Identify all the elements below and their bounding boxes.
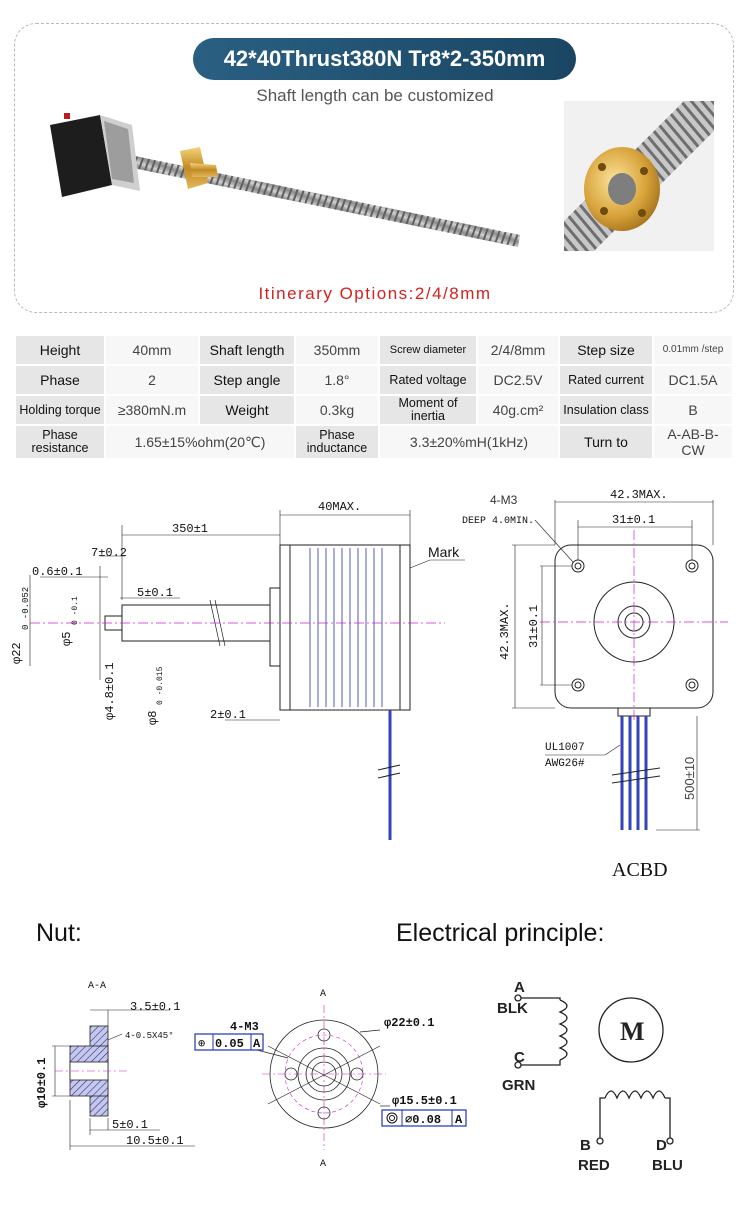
dim-5: 5±0.1 [137,586,173,600]
spec-value: 40g.cm² [478,396,558,424]
spec-value: DC1.5A [654,366,732,394]
nut-flange-thk: 3.5±0.1 [130,1000,180,1014]
nut-photo [564,101,714,251]
front-height: 42.3MAX. [498,602,512,660]
spec-key: Phase inductance [296,426,378,458]
spec-value: 1.8° [296,366,378,394]
spec-row: Height 40mm Shaft length 350mm Screw dia… [16,336,732,364]
spec-value: B [654,396,732,424]
nut-conc-value: ∅0.08 [405,1113,441,1127]
spec-key: Shaft length [200,336,294,364]
spec-value: 1.65±15%ohm(20℃) [106,426,294,458]
nut-pos-value: 0.05 [215,1037,244,1051]
dim-flange-tol: 0 -0.052 [21,587,31,630]
spec-value: 2 [106,366,198,394]
nut-pcd: φ15.5±0.1 [392,1094,457,1108]
terminal-d: D [656,1137,667,1154]
spec-value: DC2.5V [478,366,558,394]
product-subtitle: Shaft length can be customized [256,86,494,105]
nut-pos-ref: A [253,1037,261,1051]
nut-len2: 10.5±0.1 [126,1134,184,1148]
dim-flange-dia: φ22 [10,642,24,664]
itinerary-options: Itinerary Options:2/4/8mm [258,284,492,303]
spec-value: 2/4/8mm [478,336,558,364]
cable-standard: UL1007 [545,742,585,754]
nut-concentricity-tolerance: ∅0.08 A [381,1109,467,1127]
spec-key: Rated current [560,366,652,394]
spec-key: Phase resistance [16,426,104,458]
nut-holes: 4-M3 [230,1020,259,1034]
spec-key: Turn to [560,426,652,458]
spec-value: 40mm [106,336,198,364]
terminal-a: A [514,979,525,996]
nut-outer-dia: φ22±0.1 [384,1016,434,1030]
nut-boss-dia: φ10±0.1 [35,1058,49,1108]
front-pitch-h: 31±0.1 [612,513,655,527]
spec-key: Step angle [200,366,294,394]
spec-table: Height 40mm Shaft length 350mm Screw dia… [14,334,734,460]
dim-boss-dia: φ8 [146,711,160,725]
spec-key: Height [16,336,104,364]
motor-dimension-drawing: 350±1 40MAX. Mark 7±0.2 0.6±0.1 5±0.1 2±… [10,488,728,881]
nut-len1: 5±0.1 [112,1118,148,1132]
terminal-d-color: BLU [652,1157,683,1174]
nut-section-mark: A-A [88,981,106,992]
dim-2: 2±0.1 [210,708,246,722]
spec-value: 350mm [296,336,378,364]
spec-value: 0.01mm /step [654,336,732,364]
nut-conc-ref: A [455,1113,463,1127]
spec-row: Phase resistance 1.65±15%ohm(20℃) Phase … [16,426,732,458]
spec-key: Screw diameter [380,336,476,364]
dim-rod-dia: φ4.8±0.1 [103,662,117,720]
terminal-c-color: GRN [502,1077,535,1094]
terminal-a-color: BLK [497,1000,528,1017]
nut-section-mark-top: A [320,989,326,1000]
nut-chamfer: 4-0.5X45° [125,1031,174,1041]
nut-section-mark-bottom: A [320,1159,326,1170]
dim-shaft-tol: 0 -0.1 [71,596,80,625]
dim-boss-tol: 0 -0.015 [156,666,165,705]
terminal-b: B [580,1137,591,1154]
dim-shaft-dia: φ5 [60,632,74,646]
wire-order: ACBD [612,859,668,881]
spec-key: Insulation class [560,396,652,424]
nut-position-tolerance: ⊕ 0.05 A [194,1033,264,1051]
spec-key: Rated voltage [380,366,476,394]
product-title: 42*40Thrust380N Tr8*2-350mm [193,38,576,80]
terminal-c: C [514,1049,525,1066]
mark-label: Mark [428,544,460,560]
spec-value: 0.3kg [296,396,378,424]
spec-key: Weight [200,396,294,424]
spec-key: Holding torque [16,396,104,424]
spec-key: Step size [560,336,652,364]
spec-row: Phase 2 Step angle 1.8° Rated voltage DC… [16,366,732,394]
dim-7: 7±0.2 [91,546,127,560]
electrical-section-label: Electrical principle: [396,919,605,947]
spec-key: Moment of inertia [380,396,476,424]
front-deep: DEEP 4.0MIN. [462,516,534,527]
nut-drawing: A-A 3.5±0.1 4-0.5X45° φ10±0.1 5±0.1 10.5… [35,981,467,1170]
motor-product-image [50,113,520,247]
spec-value: ≥380mN.m [106,396,198,424]
cable-length: 500±10 [682,757,697,800]
nut-pos-symbol: ⊕ [198,1037,205,1051]
cable-awg: AWG26# [545,758,585,770]
spec-key: Phase [16,366,104,394]
front-width: 42.3MAX. [610,488,668,502]
spec-value: 3.3±20%mH(1kHz) [380,426,558,458]
dim-0-6: 0.6±0.1 [32,565,82,579]
spec-row: Holding torque ≥380mN.m Weight 0.3kg Mom… [16,396,732,424]
motor-symbol: M [620,1017,645,1046]
dim-total-length: 350±1 [172,522,208,536]
dim-body-length: 40MAX. [318,500,361,514]
product-hero-frame [14,23,734,313]
electrical-diagram: A BLK C GRN M B RED D BLU [497,979,683,1174]
front-holes: 4-M3 [490,493,518,507]
spec-value: A-AB-B-CW [654,426,732,458]
nut-section-label: Nut: [36,919,82,947]
terminal-b-color: RED [578,1157,610,1174]
front-pitch-v: 31±0.1 [527,605,541,648]
